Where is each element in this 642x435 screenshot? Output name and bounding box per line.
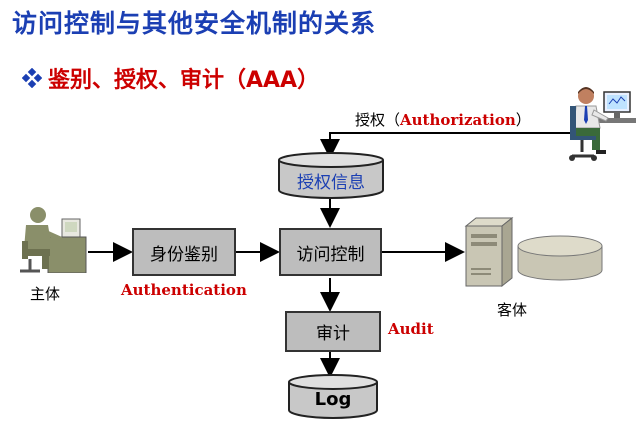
bullet-text: 鉴别、授权、审计（AAA） (48, 68, 320, 93)
access-control-box: 访问控制 (279, 228, 382, 276)
diamond-bullet-icon (22, 68, 42, 88)
subject-user-icon (20, 207, 87, 273)
auth-info-label: 授权信息 (297, 173, 365, 193)
page-title: 访问控制与其他安全机制的关系 (12, 9, 377, 38)
object-server-icon (464, 216, 603, 288)
subject-label: 主体 (30, 285, 61, 303)
authentication-label: Authentication (121, 281, 247, 299)
identification-box: 身份鉴别 (132, 228, 236, 276)
authorization-arrow (320, 132, 585, 159)
log-cylinder (288, 374, 378, 419)
authorization-label: 授权（Authorization） (355, 111, 531, 129)
auth-info-cylinder (278, 152, 384, 199)
object-label: 客体 (497, 301, 528, 319)
log-label: Log (314, 389, 352, 410)
audit-box: 审计 (285, 311, 381, 352)
audit-en-label: Audit (388, 320, 434, 338)
administrator-figure-icon (569, 87, 636, 161)
bullet-item: 鉴别、授权、审计（AAA） (22, 62, 319, 94)
